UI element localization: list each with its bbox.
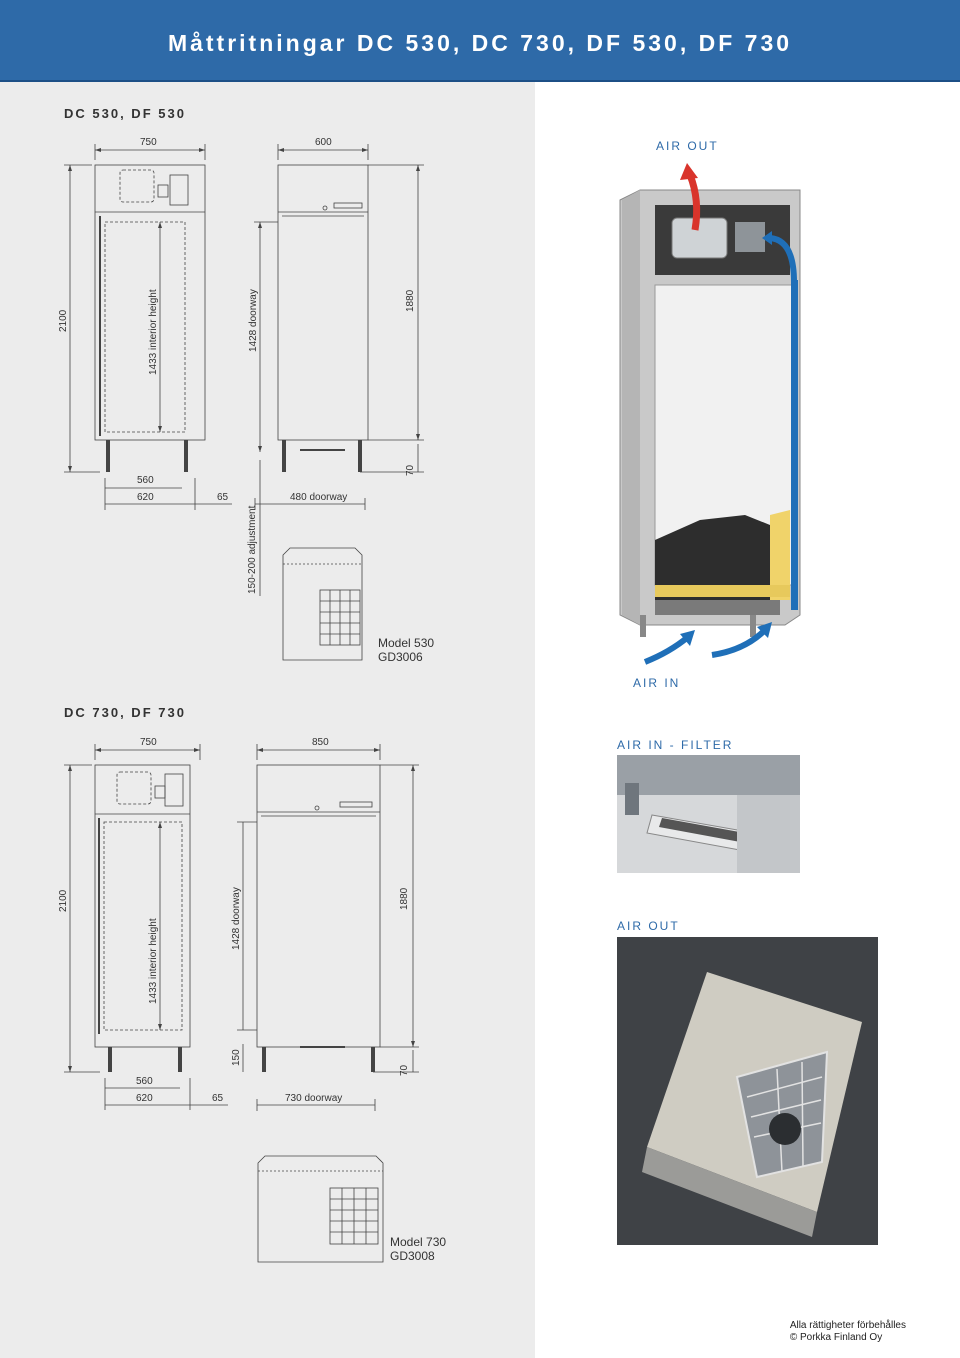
airflow-cutaway-illustration: [619, 163, 801, 665]
air-in-filter-label: AIR IN - FILTER: [617, 738, 734, 752]
model-730-label: Model 730 GD3008: [390, 1235, 446, 1263]
dim-560-b: 560: [136, 1076, 153, 1087]
rights-reserved-text: Alla rättigheter förbehålles: [789, 1320, 906, 1331]
dim-150: 150: [231, 1049, 242, 1066]
air-in-filter-photo: [617, 755, 800, 873]
dim-480-doorway: 480 doorway: [290, 492, 348, 503]
section1-front-view: [254, 144, 424, 661]
model-730-name: Model 730: [390, 1235, 447, 1249]
model-730-code: GD3008: [390, 1249, 435, 1263]
dim-1880-b: 1880: [399, 887, 410, 910]
page-header: Måttritningar DC 530, DC 730, DF 530, DF…: [0, 0, 960, 82]
dim-620: 620: [137, 492, 154, 503]
air-out-photo: [617, 937, 878, 1245]
copyright-footer: Alla rättigheter förbehålles © Porkka Fi…: [790, 1320, 906, 1344]
page-title: Måttritningar DC 530, DC 730, DF 530, DF…: [167, 30, 793, 56]
air-out-photo-label: AIR OUT: [617, 919, 680, 933]
section2-front-view: [237, 744, 419, 1263]
dim-1433-interior-b: 1433 interior height: [148, 918, 159, 1004]
dim-850: 850: [312, 737, 329, 748]
section1-title: DC 530, DF 530: [64, 106, 186, 121]
dim-750-b: 750: [140, 737, 157, 748]
dim-65: 65: [217, 492, 229, 503]
dim-65-b: 65: [212, 1093, 224, 1104]
dim-600: 600: [315, 137, 332, 148]
copyright-text: © Porkka Finland Oy: [789, 1332, 883, 1343]
dim-70-b: 70: [399, 1064, 410, 1076]
dim-730-doorway: 730 doorway: [285, 1093, 343, 1104]
dim-620-b: 620: [136, 1093, 153, 1104]
drawings-panel: [0, 82, 535, 1358]
model-530-code: GD3006: [378, 650, 423, 664]
dim-1428-doorway-b: 1428 doorway: [231, 887, 242, 950]
dim-750: 750: [140, 137, 157, 148]
section2-side-view: [64, 744, 228, 1110]
section1-side-view: [64, 144, 232, 510]
model-530-name: Model 530: [378, 636, 435, 650]
dim-2100-b: 2100: [58, 889, 69, 912]
air-in-label: AIR IN: [633, 676, 681, 690]
model-530-label: Model 530 GD3006: [378, 636, 434, 664]
section2-title: DC 730, DF 730: [64, 705, 186, 720]
dim-560: 560: [137, 475, 154, 486]
air-out-label-top: AIR OUT: [656, 139, 719, 153]
